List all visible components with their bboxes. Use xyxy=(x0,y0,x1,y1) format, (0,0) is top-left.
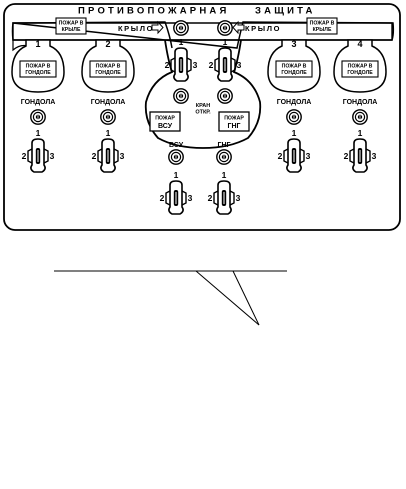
nacelle-4: 4 ПОЖАР В ГОНДОЛЕ xyxy=(333,39,387,93)
gng-label: ГНГ xyxy=(218,142,231,149)
nacelle-4-label: ГОНДОЛА xyxy=(343,99,378,106)
wing-left-switch-pos-1: 1 xyxy=(179,37,184,47)
nacelle-2-indicator-lamp xyxy=(100,109,116,125)
gng-fire-lamp xyxy=(218,111,250,132)
nacelle-1-switch-pos-3: 3 xyxy=(50,151,55,161)
apu-indicator-lamp xyxy=(168,149,184,165)
gng-switch[interactable]: 1 2 3 xyxy=(208,170,241,215)
wing-right-switch[interactable]: 1 2 3 xyxy=(209,37,242,82)
gng-switch-pos-1: 1 xyxy=(222,170,227,180)
wing-left-indicator-lamp xyxy=(173,20,189,36)
nacelle-2-switch-pos-1: 1 xyxy=(106,128,111,138)
nacelle-1-switch-pos-1: 1 xyxy=(36,128,41,138)
nacelle-2: 2 ПОЖАР В ГОНДОЛЕ xyxy=(81,39,135,93)
nacelle-3-number: 3 xyxy=(291,39,296,49)
nacelle-4-switch-pos-2: 2 xyxy=(344,151,349,161)
nacelle-2-line1: ПОЖАР В xyxy=(96,64,121,70)
gng-switch-pos-3: 3 xyxy=(236,193,241,203)
wing-fire-left-line2: КРЫЛЕ xyxy=(62,27,81,33)
nacelle-2-switch-pos-3: 3 xyxy=(120,151,125,161)
apu-label: ВСУ xyxy=(169,142,184,149)
center-section-outline xyxy=(144,39,262,149)
apu-switch-pos-3: 3 xyxy=(188,193,193,203)
wing-fire-left-line1: ПОЖАР В xyxy=(59,21,84,27)
gng-fire-line1: ПОЖАР xyxy=(224,116,244,122)
wing-right-switch-pos-1: 1 xyxy=(223,37,228,47)
wing-left-arrow-icon xyxy=(151,20,164,35)
callout-leader-2 xyxy=(232,270,260,326)
wing-right-switch-pos-2: 2 xyxy=(209,60,214,70)
kran-line1: КРАН xyxy=(196,103,211,109)
nacelle-4-line2: ГОНДОЛЕ xyxy=(347,70,373,76)
nacelle-3-fire-lamp xyxy=(275,60,313,78)
panel-title-left: ПРОТИВОПОЖАРНАЯ xyxy=(78,6,230,17)
nacelle-4-switch-pos-1: 1 xyxy=(358,128,363,138)
callout-leader-1 xyxy=(195,270,260,326)
apu-fire-line1: ПОЖАР xyxy=(155,116,175,122)
wing-left-switch-pos-2: 2 xyxy=(165,60,170,70)
nacelle-1-number: 1 xyxy=(35,39,40,49)
wing-fire-right-line1: ПОЖАР В xyxy=(310,21,335,27)
wing-right-label: КРЫЛО xyxy=(245,24,281,33)
nacelle-1-switch[interactable]: 1 2 3 xyxy=(22,128,55,173)
nacelle-2-fire-lamp xyxy=(89,60,127,78)
kran-line2: ОТКР. xyxy=(195,110,211,116)
wing-fire-right-box xyxy=(306,17,338,35)
nacelle-3-indicator-lamp xyxy=(286,109,302,125)
wing-left-label: КРЫЛО xyxy=(118,24,154,33)
nacelle-1-indicator-lamp xyxy=(30,109,46,125)
kran-right-indicator-lamp xyxy=(217,88,233,104)
nacelle-2-line2: ГОНДОЛЕ xyxy=(95,70,121,76)
nacelle-1-line2: ГОНДОЛЕ xyxy=(25,70,51,76)
apu-switch-pos-2: 2 xyxy=(160,193,165,203)
nacelle-2-number: 2 xyxy=(105,39,110,49)
nacelle-1-switch-pos-2: 2 xyxy=(22,151,27,161)
nacelle-3: 3 ПОЖАР В ГОНДОЛЕ xyxy=(267,39,321,93)
nacelle-2-switch-pos-2: 2 xyxy=(92,151,97,161)
wing-left-switch-pos-3: 3 xyxy=(193,60,198,70)
nacelle-3-label: ГОНДОЛА xyxy=(277,99,312,106)
nacelle-4-indicator-lamp xyxy=(352,109,368,125)
nacelle-2-switch[interactable]: 1 2 3 xyxy=(92,128,125,173)
panel-title-right: ЗАЩИТА xyxy=(255,6,316,17)
panel-frame xyxy=(3,3,401,231)
nacelle-3-switch[interactable]: 1 2 3 xyxy=(278,128,311,173)
nacelle-1-fire-lamp xyxy=(19,60,57,78)
gng-switch-pos-2: 2 xyxy=(208,193,213,203)
nacelle-4-switch[interactable]: 1 2 3 xyxy=(344,128,377,173)
apu-fire-line2: ВСУ xyxy=(158,123,173,130)
gng-indicator-lamp xyxy=(216,149,232,165)
kran-left-indicator-lamp xyxy=(173,88,189,104)
wing-right-indicator-lamp xyxy=(217,20,233,36)
apu-switch-pos-1: 1 xyxy=(174,170,179,180)
wing-right-arrow-icon xyxy=(232,20,245,35)
wing-fire-right-line2: КРЫЛЕ xyxy=(313,27,332,33)
gng-fire-line2: ГНГ xyxy=(228,123,241,130)
wing-right-switch-pos-3: 3 xyxy=(237,60,242,70)
nacelle-1-line1: ПОЖАР В xyxy=(26,64,51,70)
nacelle-3-switch-pos-1: 1 xyxy=(292,128,297,138)
nacelle-3-line2: ГОНДОЛЕ xyxy=(281,70,307,76)
nacelle-3-switch-pos-3: 3 xyxy=(306,151,311,161)
nacelle-1-label: ГОНДОЛА xyxy=(21,99,56,106)
nacelle-4-number: 4 xyxy=(357,39,362,49)
wing-fire-left-box xyxy=(55,17,87,35)
nacelle-4-fire-lamp xyxy=(341,60,379,78)
wing-left-switch[interactable]: 1 2 3 xyxy=(165,37,198,82)
nacelle-4-line1: ПОЖАР В xyxy=(348,64,373,70)
nacelle-2-label: ГОНДОЛА xyxy=(91,99,126,106)
nacelle-3-line1: ПОЖАР В xyxy=(282,64,307,70)
nacelle-1: 1 ПОЖАР В ГОНДОЛЕ xyxy=(11,39,65,93)
nacelle-3-switch-pos-2: 2 xyxy=(278,151,283,161)
nacelle-4-switch-pos-3: 3 xyxy=(372,151,377,161)
apu-switch[interactable]: 1 2 3 xyxy=(160,170,193,215)
apu-fire-lamp xyxy=(149,111,181,132)
